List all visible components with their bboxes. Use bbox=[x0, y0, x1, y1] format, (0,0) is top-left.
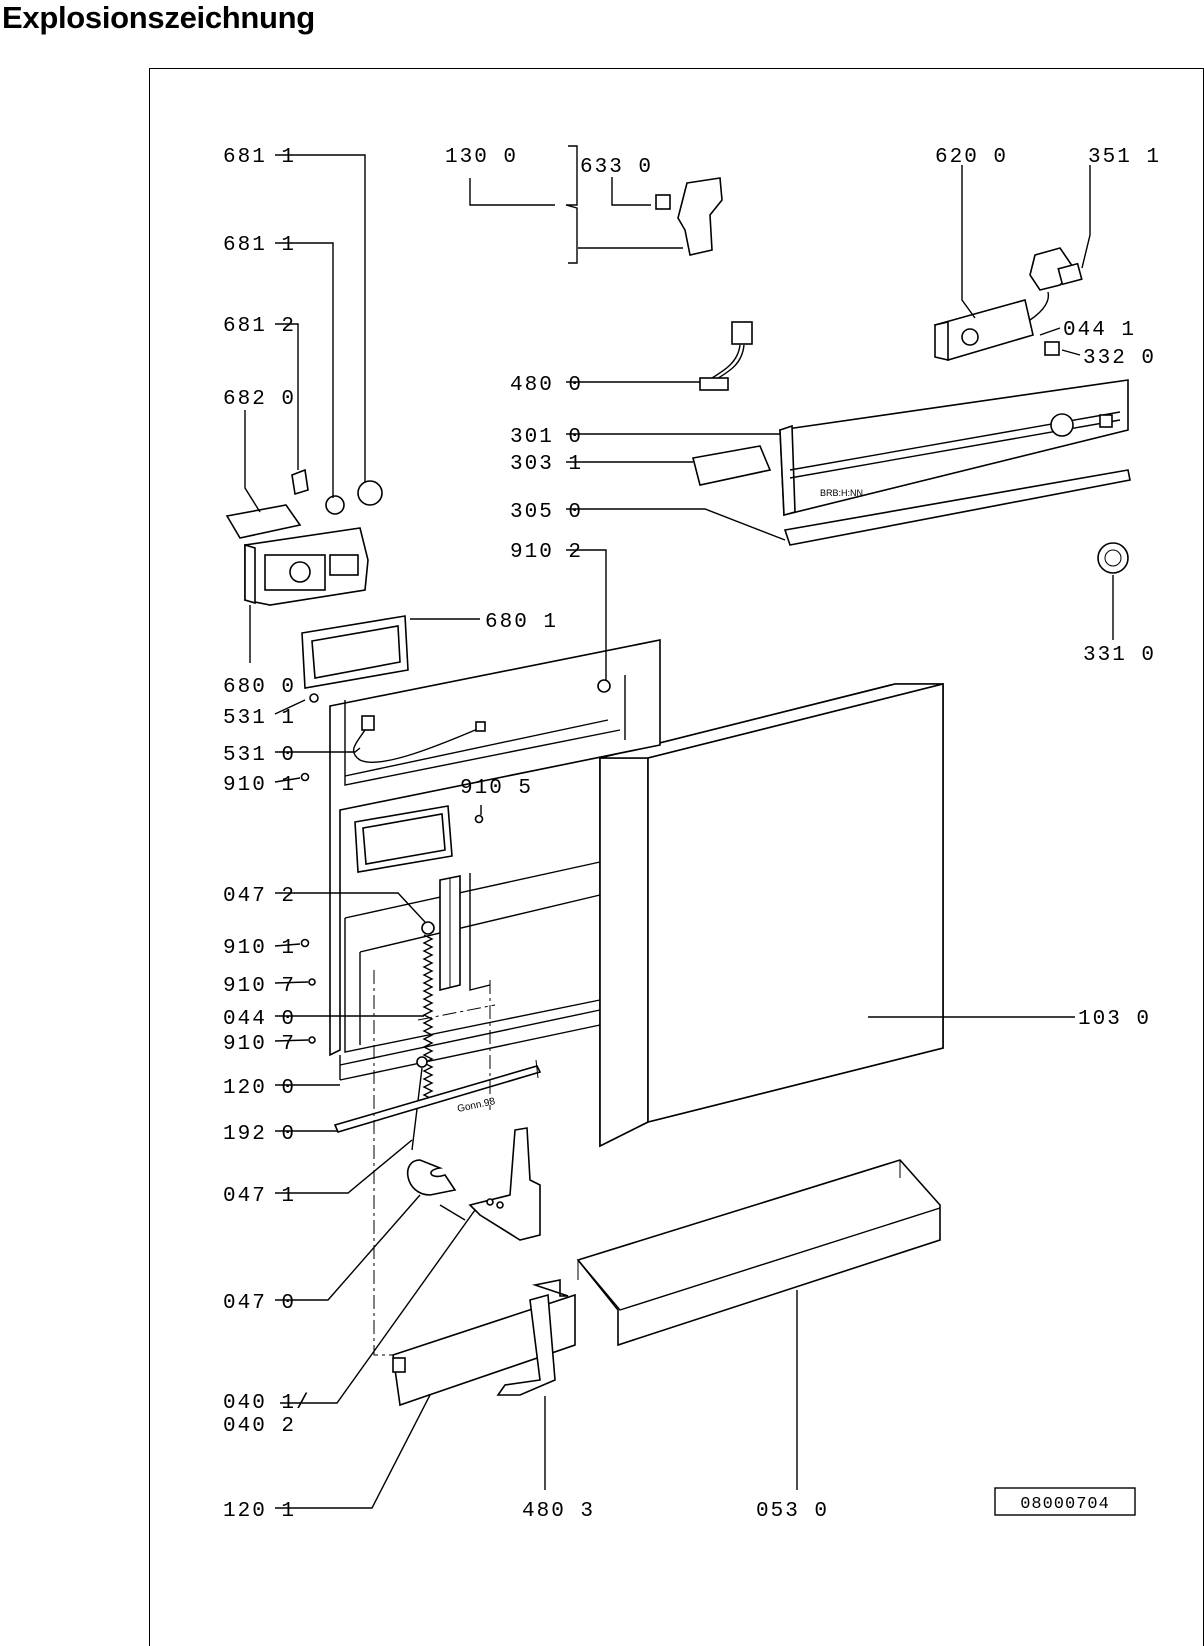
inner-door-frame bbox=[329, 639, 661, 1081]
cable bbox=[353, 724, 481, 763]
wiring-harness bbox=[699, 321, 753, 391]
label-681-1b: 681 1 bbox=[223, 234, 296, 257]
label-332-0: 332 0 bbox=[1083, 347, 1156, 370]
label-040-2: 040 2 bbox=[223, 1415, 296, 1438]
drawing-number: 08000704 bbox=[1020, 1495, 1110, 1514]
cable-connector bbox=[361, 715, 375, 731]
label-047-2: 047 2 bbox=[223, 885, 296, 908]
label-053-0: 053 0 bbox=[756, 1500, 829, 1523]
screw-531-1 bbox=[309, 693, 319, 703]
label-130-0: 130 0 bbox=[445, 146, 518, 169]
label-120-1: 120 1 bbox=[223, 1500, 296, 1523]
label-044-0: 044 0 bbox=[223, 1008, 296, 1031]
drawing-number-box: 08000704 bbox=[994, 1487, 1136, 1516]
knob-331 bbox=[1097, 542, 1129, 574]
label-480-3: 480 3 bbox=[522, 1500, 595, 1523]
knob-332 bbox=[1044, 341, 1060, 356]
label-910-2: 910 2 bbox=[510, 541, 583, 564]
label-910-1a: 910 1 bbox=[223, 774, 296, 797]
timer-arrow bbox=[1029, 291, 1050, 321]
dispenser-seal-ring bbox=[325, 495, 345, 515]
leader-lines bbox=[244, 145, 1114, 1509]
timer-spindle bbox=[1057, 262, 1083, 286]
screw-910-2 bbox=[597, 679, 611, 693]
label-120-0: 120 0 bbox=[223, 1077, 296, 1100]
label-303-1: 303 1 bbox=[510, 453, 583, 476]
label-044-1: 044 1 bbox=[1063, 319, 1136, 342]
sealing-strip bbox=[333, 1059, 542, 1133]
screw-910-7a bbox=[308, 978, 316, 986]
label-633-0: 633 0 bbox=[580, 156, 653, 179]
label-680-1: 680 1 bbox=[485, 611, 558, 634]
panel-handle bbox=[692, 445, 772, 486]
label-305-0: 305 0 bbox=[510, 501, 583, 524]
label-531-1: 531 1 bbox=[223, 707, 296, 730]
label-910-7b: 910 7 bbox=[223, 1033, 296, 1056]
screw-910-7b bbox=[308, 1036, 316, 1044]
label-910-7a: 910 7 bbox=[223, 975, 296, 998]
label-480-0: 480 0 bbox=[510, 374, 583, 397]
lower-base-plate bbox=[392, 1279, 576, 1407]
label-681-2: 681 2 bbox=[223, 315, 296, 338]
label-103-0: 103 0 bbox=[1078, 1008, 1151, 1031]
label-301-0: 301 0 bbox=[510, 426, 583, 449]
date-stamp: Gonn.98 bbox=[456, 1096, 496, 1115]
label-620-0: 620 0 bbox=[935, 146, 1008, 169]
page-title: Explosionszeichnung bbox=[2, 0, 315, 35]
label-680-0: 680 0 bbox=[223, 676, 296, 699]
label-531-0: 531 0 bbox=[223, 744, 296, 767]
hinge-plate bbox=[468, 1127, 541, 1241]
label-681-1a: 681 1 bbox=[223, 146, 296, 169]
dispenser-cap bbox=[357, 480, 383, 506]
label-682-0: 682 0 bbox=[223, 388, 296, 411]
kick-plate bbox=[576, 1159, 941, 1347]
window-seal bbox=[301, 615, 409, 689]
label-047-1: 047 1 bbox=[223, 1185, 296, 1208]
panel-strip bbox=[783, 469, 1131, 546]
screw-910-5 bbox=[474, 814, 484, 824]
door-spring bbox=[411, 921, 435, 1151]
label-331-0: 331 0 bbox=[1083, 644, 1156, 667]
label-047-0: 047 0 bbox=[223, 1292, 296, 1315]
center-line bbox=[373, 970, 393, 1356]
door-panel bbox=[599, 682, 944, 1148]
brand-text: BRB:H:NN bbox=[820, 488, 863, 498]
frame-window bbox=[354, 805, 453, 873]
detergent-dispenser bbox=[225, 504, 369, 606]
dispenser-clip bbox=[291, 468, 309, 496]
control-panel: BRB:H:NN bbox=[779, 379, 1129, 517]
screw-910-1b bbox=[300, 938, 310, 948]
screw-910-1a bbox=[300, 772, 310, 782]
door-lock bbox=[655, 177, 723, 256]
label-040-1: 040 1/ bbox=[223, 1392, 311, 1415]
part-labels: 681 1 681 1 681 2 682 0 680 0 680 1 531 … bbox=[223, 146, 1161, 1523]
program-timer bbox=[933, 299, 1034, 362]
cable-plug bbox=[475, 721, 486, 732]
l-bracket bbox=[496, 1293, 556, 1396]
hinge-hook bbox=[406, 1159, 466, 1221]
label-192-0: 192 0 bbox=[223, 1123, 296, 1146]
label-910-5: 910 5 bbox=[460, 777, 533, 800]
label-351-1: 351 1 bbox=[1088, 146, 1161, 169]
label-910-1b: 910 1 bbox=[223, 937, 296, 960]
